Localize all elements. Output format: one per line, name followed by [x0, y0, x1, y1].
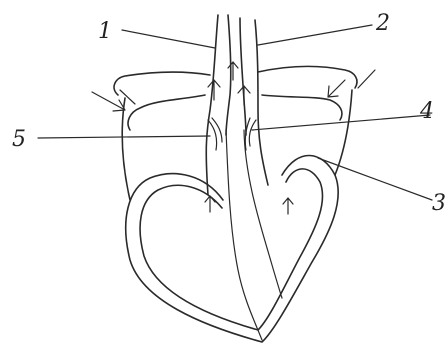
arrow-up-right — [238, 86, 250, 105]
leader-5 — [38, 136, 210, 138]
left-chamber-wall — [122, 98, 130, 200]
arrow-right-in — [328, 80, 345, 97]
label-1: 1 — [98, 19, 112, 44]
valve-left — [208, 118, 222, 150]
septum-right-wall — [244, 130, 282, 298]
arrow-up-center — [228, 62, 238, 80]
leader-2 — [258, 25, 372, 45]
right-pulmonary-vessel — [258, 66, 357, 88]
arrow-right-in-2 — [358, 70, 375, 88]
septum — [226, 130, 262, 340]
arrow-rv — [283, 198, 293, 214]
label-4: 4 — [419, 99, 434, 124]
label-5: 5 — [12, 127, 26, 152]
heart-inner-outline — [140, 169, 322, 330]
right-pulmonary-vessel-lower — [262, 95, 342, 120]
arrow-left-in-2 — [120, 90, 135, 104]
arrow-left-in — [92, 92, 125, 111]
arrow-up-left — [208, 80, 220, 100]
label-2: 2 — [375, 11, 390, 36]
heart-outer-outline — [126, 155, 338, 342]
left-pulmonary-vessel-lower — [128, 95, 205, 130]
label-3: 3 — [432, 191, 446, 216]
leader-1 — [122, 30, 215, 48]
left-pulmonary-vessel — [114, 72, 210, 95]
right-chamber-wall — [335, 90, 352, 175]
vessel-left-outer — [206, 15, 218, 195]
vessel-left-inner — [226, 15, 231, 135]
valve-right — [245, 118, 256, 150]
leader-3 — [318, 158, 432, 200]
vessel-right-inner — [240, 18, 246, 135]
